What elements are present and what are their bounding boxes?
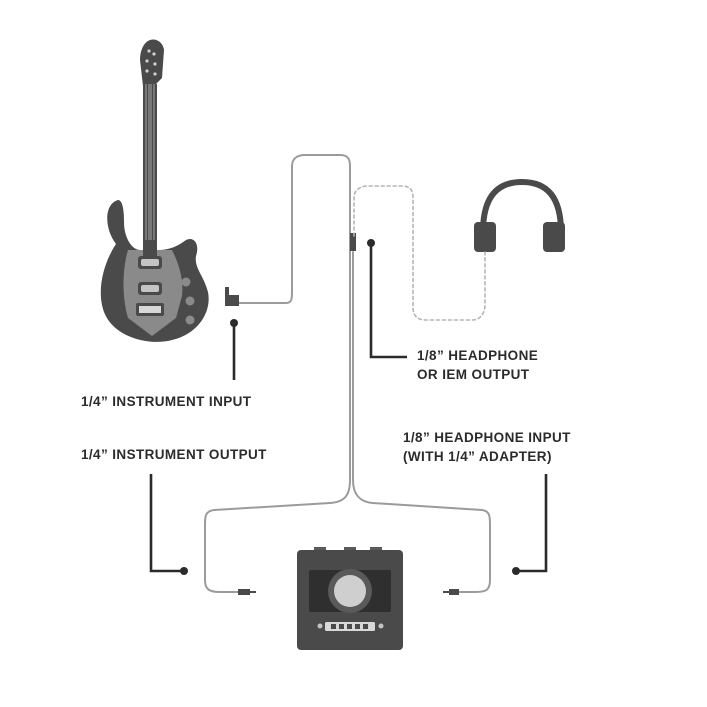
cable-guitar-to-interface	[204, 154, 351, 595]
cable-headphones-dashed	[353, 185, 486, 321]
label-instrument-input: 1/4” INSTRUMENT INPUT	[81, 394, 252, 409]
label-instrument-output: 1/4” INSTRUMENT OUTPUT	[81, 447, 267, 462]
label-headphone-output-line1: 1/8” HEADPHONE	[417, 348, 538, 363]
cable-headphone-out-to-interface	[350, 233, 491, 595]
label-headphone-input-line2: (WITH 1/4” ADAPTER)	[403, 449, 552, 464]
audio-interface-icon	[297, 547, 403, 650]
label-headphone-output-line2: OR IEM OUTPUT	[417, 367, 530, 382]
leader-instrument-input	[230, 319, 238, 380]
electric-guitar-icon	[100, 39, 209, 342]
leader-instrument-output	[149, 474, 188, 575]
label-headphone-input-line1: 1/8” HEADPHONE INPUT	[403, 430, 571, 445]
leader-headphone-input	[512, 474, 548, 575]
leader-headphone-output	[367, 239, 407, 359]
headphones-icon	[474, 178, 565, 252]
